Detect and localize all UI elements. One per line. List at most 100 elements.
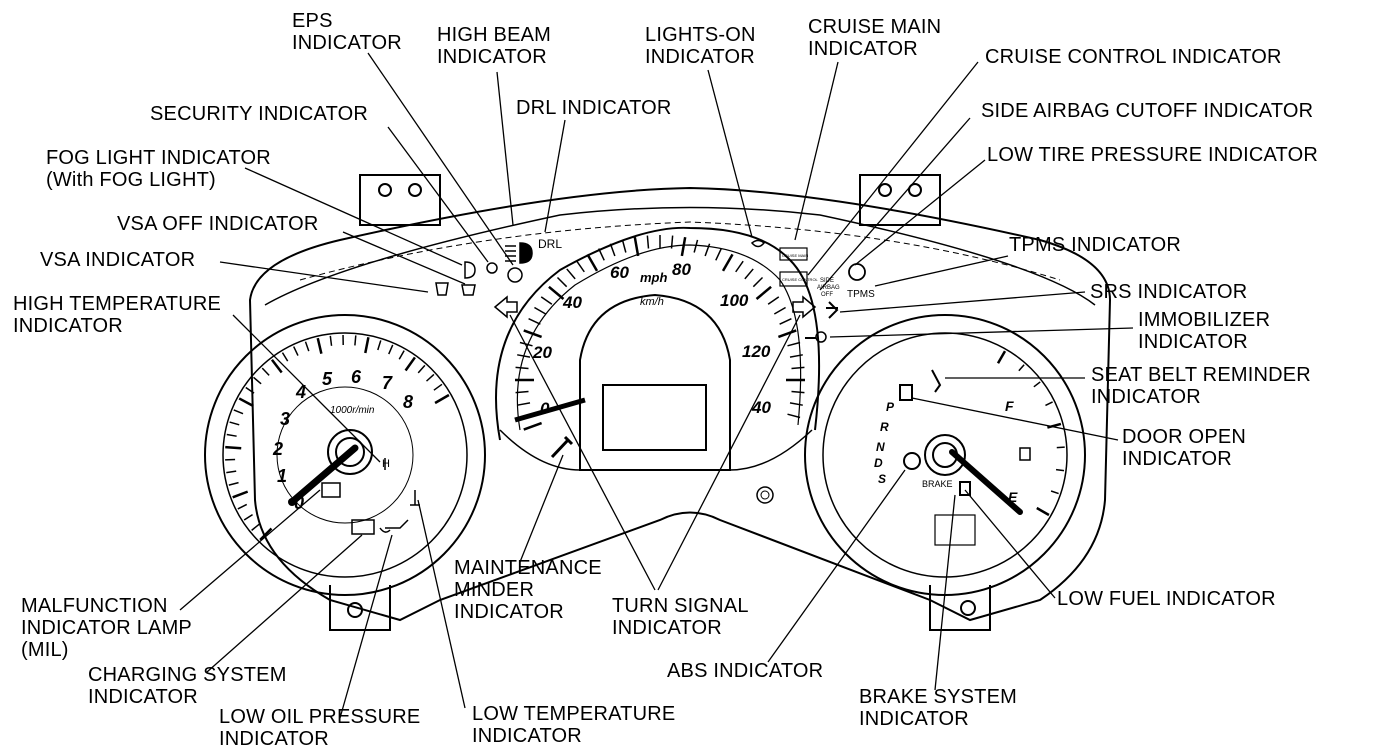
callout-tpms: TPMS INDICATOR [1009,234,1181,256]
gauge-tick [270,359,283,374]
tach-number-0: 0 [294,493,304,513]
right-turn-arrow-icon [792,295,817,319]
tach-number-6: 6 [351,367,362,387]
speedometer-ticks [515,235,805,431]
gauge-tick [715,248,722,261]
srs-indicator-icon [826,301,839,319]
callout-low-temp-line2: INDICATOR [472,725,582,747]
gauge-tick [721,253,734,272]
callout-immobilizer-line1: IMMOBILIZER [1138,309,1271,331]
callout-fog-light-line2: (With FOG LIGHT) [46,169,216,191]
tach-number-4: 4 [295,382,306,402]
mounting-tab-bottom-left [329,585,391,631]
callout-side-airbag: SIDE AIRBAG CUTOFF INDICATOR [981,100,1313,122]
gauge-tick [789,354,803,358]
callout-security: SECURITY INDICATOR [150,103,368,125]
gauge-tick [1036,506,1050,517]
gauge-tick [388,344,394,355]
gauge-tick [417,364,426,374]
callout-door-open-line2: INDICATOR [1122,448,1232,470]
speed-100: 100 [720,291,749,310]
callout-cruise-main-line1: CRUISE MAIN [808,16,942,38]
callout-fog-light-line1: FOG LIGHT INDICATOR [46,147,271,169]
callout-brake-line1: BRAKE SYSTEM [859,686,1017,708]
center-display-housing [579,293,731,471]
gauge-tick [1045,401,1053,407]
gauge-tick [576,260,585,273]
tachometer-bezel [204,314,486,596]
gauge-tick [281,352,289,362]
callout-high-beam-line2: INDICATOR [437,46,547,68]
gauge-tick [586,253,599,272]
speedometer-numbers: 20 40 60 80 100 120 0 40 mph km/h DRL CR… [532,237,875,418]
callout-cruise-control-line1: CRUISE CONTROL INDICATOR [985,46,1282,68]
callout-fog-light: FOG LIGHT INDICATOR(With FOG LIGHT) [46,147,271,191]
gauge-tick [517,354,531,358]
gauge-tick [226,433,237,437]
gauge-tick [752,276,764,288]
gauge-tick [243,513,253,521]
gauge-tick [744,268,754,280]
fuel-pump-icon [1019,447,1031,461]
cluster-housing [248,186,1112,622]
gauge-tick [515,390,529,394]
gauge-tick [259,527,273,541]
vsa-off-indicator-icon [461,284,476,296]
callout-mil-line3: (MIL) [21,639,69,661]
gauge-tick [548,285,565,300]
gauge-tick [621,239,627,253]
callout-door-open-line1: DOOR OPEN [1122,426,1247,448]
door-open-icon [899,384,913,401]
gauge-tick [693,239,699,253]
temp-h-label: H [382,458,390,470]
low-temp-icon [410,490,420,506]
gauge-tick [232,490,249,499]
gauge-tick [735,260,744,273]
gauge-tick [791,390,805,394]
callout-tpms-line1: TPMS INDICATOR [1009,234,1182,256]
callout-immobilizer-line2: INDICATOR [1138,331,1248,353]
tach-number-1: 1 [277,466,287,486]
high-beam-indicator-icon [505,242,533,264]
callout-maintenance-line1: MAINTENANCE [454,557,602,579]
fuel-e-label: E [1008,489,1018,505]
callout-abs: ABS INDICATOR [667,660,823,682]
gauge-tick [304,341,310,352]
gauge-tick [598,248,605,261]
callout-charging-line2: INDICATOR [88,686,198,708]
eps-indicator-icon [507,267,523,283]
gauge-tick [226,470,237,474]
callout-maintenance-line3: INDICATOR [454,601,564,623]
odometer-window [934,514,976,546]
cruise-main-indicator-icon [779,247,808,261]
gauge-tick [1055,468,1065,472]
mph-label: mph [640,270,668,285]
cruise-control-indicator-icon [779,271,808,287]
gauge-tick [1056,446,1065,449]
callout-low-temp-line1: LOW TEMPERATURE [472,703,676,725]
gauge-tick [233,409,244,415]
gauge-tick [364,337,370,354]
callout-turn-signal-line2: INDICATOR [612,617,722,639]
gauge-tick [779,318,792,325]
side-airbag-small-1: SIDE [820,278,834,284]
callout-low-fuel: LOW FUEL INDICATOR [1057,588,1276,610]
callout-lights-on-line1: LIGHTS-ON [645,24,756,46]
side-airbag-small-2: AIRBAG [817,285,840,291]
speed-0: 0 [540,399,550,418]
tach-number-7: 7 [382,373,393,393]
callout-maintenance-line2: MINDER [454,579,535,601]
gauge-tick [646,235,650,249]
gauge-tick [245,386,255,394]
fuel-gauge-ticks [996,350,1065,517]
speed-120: 120 [742,342,771,361]
gear-d: D [874,456,883,470]
